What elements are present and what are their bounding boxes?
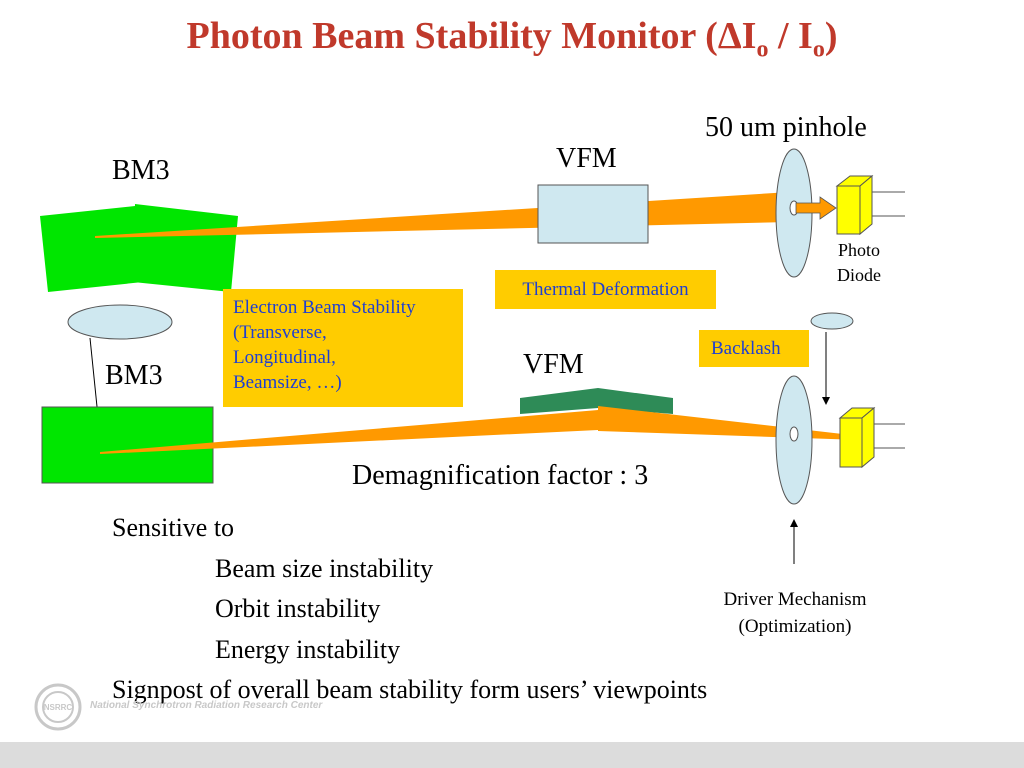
driver-line-1: Driver Mechanism [723, 589, 867, 610]
backlash-ellipse [810, 312, 854, 330]
bm3-bottom-label: BM3 [105, 360, 163, 391]
electron-beam-stability-box: Electron Beam Stability (Transverse, Lon… [223, 289, 463, 407]
bm3-top-magnet-left [40, 206, 143, 292]
photodiode-bottom-side [861, 406, 875, 469]
beam-bottom-out [598, 406, 860, 440]
title-delta: Δ [717, 15, 742, 57]
title-i: I [741, 15, 757, 57]
arrow-pinhole-to-diode [795, 196, 837, 220]
logo-text: NSRRC [44, 703, 73, 712]
backlash-box: Backlash [699, 330, 809, 367]
vfm-bottom-mirror-right [598, 388, 673, 414]
demag-label: Demagnification factor : 3 [352, 460, 649, 491]
pinhole-bottom-hole [789, 426, 799, 442]
vfm-top-mirror [537, 184, 649, 244]
bullet-signpost: Signpost of overall beam stability form … [112, 675, 708, 704]
electron-beam-ellipse [67, 304, 173, 340]
electron-beam-line-3: Longitudinal, [233, 347, 336, 368]
driver-mechanism-label: Driver Mechanism (Optimization) [695, 586, 895, 640]
title-sub-2: o [812, 36, 825, 63]
electron-beam-line-4: Beamsize, …) [233, 372, 342, 393]
page-title: Photon Beam Stability Monitor (ΔIo / Io) [0, 14, 1024, 64]
electron-beam-line-1: Electron Beam Stability [233, 297, 416, 318]
photo-diode-line-1: Photo [837, 240, 880, 260]
bullet-heading: Sensitive to [112, 513, 235, 542]
driver-line-2: (Optimization) [738, 616, 852, 637]
bm3-top-magnet-right [133, 204, 238, 292]
title-slash: / I [768, 15, 813, 57]
bullet-item-2: Orbit instability [215, 594, 381, 623]
photodiode-top-side [859, 174, 873, 236]
photo-diode-line-2: Diode [837, 265, 881, 285]
title-main: Photon Beam Stability Monitor ( [186, 15, 718, 57]
bm3-top-label: BM3 [112, 155, 170, 186]
beam-bottom-in [100, 410, 598, 454]
vfm-bottom-mirror-left [520, 388, 598, 414]
bullet-item-3: Energy instability [215, 634, 401, 664]
bullet-item-1: Beam size instability [215, 553, 434, 583]
thermal-deformation-box: Thermal Deformation [495, 270, 716, 309]
title-close: ) [824, 15, 838, 57]
nsrrc-logo-icon: NSRRC [34, 683, 82, 731]
title-sub-1: o [756, 36, 769, 63]
vfm-bottom-label: VFM [523, 349, 584, 380]
bullet-list: Sensitive to Beam size instability Orbit… [112, 508, 707, 711]
electron-beam-line-2: (Transverse, [233, 322, 327, 343]
photo-diode-label: Photo Diode [826, 238, 892, 288]
photodiode-bottom-front [839, 417, 863, 468]
photodiode-top-front [836, 185, 861, 235]
pinhole-label: 50 um pinhole [705, 112, 867, 143]
footer-bar [0, 742, 1024, 768]
vfm-top-label: VFM [556, 143, 617, 174]
org-name: National Synchrotron Radiation Research … [90, 700, 323, 711]
